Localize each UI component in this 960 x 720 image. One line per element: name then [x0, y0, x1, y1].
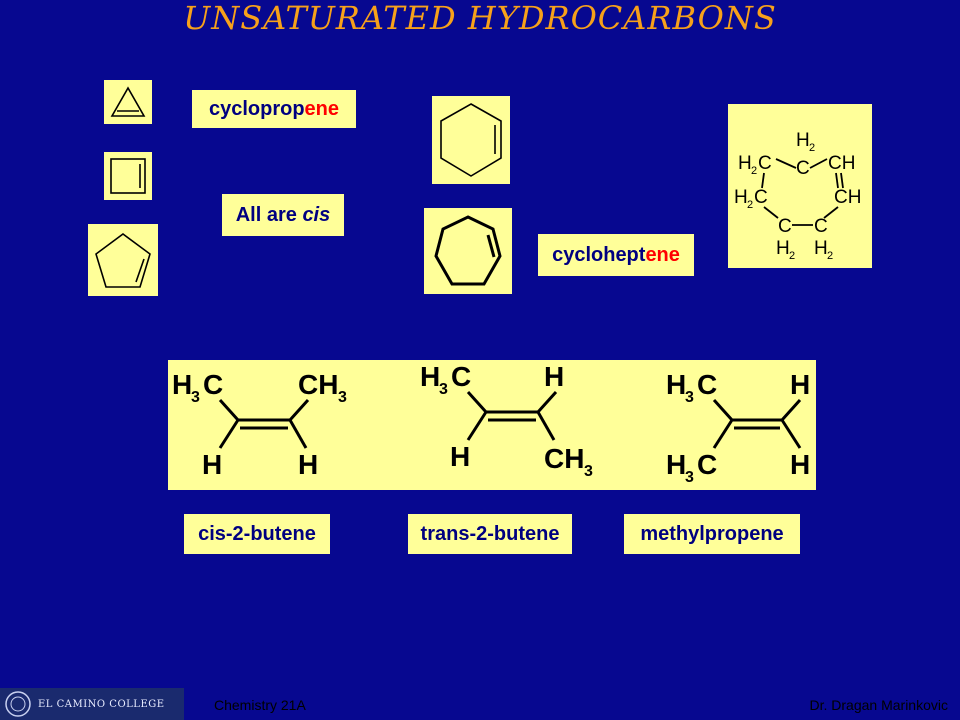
trans-2-butene-label: trans-2-butene — [408, 514, 572, 554]
cis-2-butene-structure: H 3 C CH 3 H H — [172, 369, 347, 480]
college-logo-bar: EL CAMINO COLLEGE — [0, 688, 184, 720]
cycloheptene-ring — [434, 215, 502, 286]
cis-tl-c: C — [203, 369, 223, 400]
bottom-right-sub: 2 — [827, 250, 833, 262]
cis-2-butene-label: cis-2-butene — [184, 514, 330, 554]
cyclopentene-ring — [95, 233, 151, 288]
lower-right-ch: CH — [834, 187, 861, 208]
top-c: C — [796, 158, 810, 179]
top-h-sub: 2 — [809, 142, 815, 154]
upper-left-h: H — [738, 153, 752, 174]
methyl-bl-h: H — [666, 449, 686, 480]
condensed-bonds — [761, 158, 844, 226]
cyclohexene-structure — [432, 96, 510, 184]
cyclobutene-structure — [104, 152, 152, 200]
methylpropene-structure: H 3 C H H 3 C H — [666, 369, 810, 486]
methylpropene-label: methylpropene — [624, 514, 800, 554]
slide-title: UNSATURATED HYDROCARBONS — [183, 0, 777, 37]
methyl-bl-sub: 3 — [685, 469, 694, 486]
bottom-right-h: H — [814, 238, 828, 259]
cyclopentene-structure — [88, 224, 158, 296]
cyclobutene-ring — [110, 158, 146, 194]
cycloheptene-stem: cyclohept — [552, 243, 646, 266]
bottom-left-c: C — [778, 216, 792, 237]
lower-left-sub: 2 — [747, 199, 753, 211]
methyl-bl-c: C — [697, 449, 717, 480]
top-h: H — [796, 130, 810, 151]
college-seal-icon — [5, 691, 31, 717]
trans-2-butene-structure: H 3 C H H CH 3 — [420, 361, 593, 480]
cis-tl-sub: 3 — [191, 389, 200, 406]
author-name: Dr. Dragan Marinkovic — [809, 697, 949, 713]
methyl-tl-h: H — [666, 369, 686, 400]
trans-tr-h: H — [544, 361, 564, 392]
cyclopropene-suffix: ene — [304, 97, 340, 120]
all-are-cis-label: All are cis — [222, 194, 344, 236]
college-name: EL CAMINO COLLEGE — [38, 698, 165, 710]
bottom-left-sub: 2 — [789, 250, 795, 262]
methyl-tl-sub: 3 — [685, 389, 694, 406]
cis-br-h: H — [298, 449, 318, 480]
lower-left-h: H — [734, 187, 748, 208]
butene-isomers-drawing: H 3 C CH 3 H H H 3 C H H CH 3 — [172, 361, 810, 486]
upper-left-sub: 2 — [751, 165, 757, 177]
course-name: Chemistry 21A — [214, 697, 306, 713]
lower-left-c: C — [754, 187, 768, 208]
cis-tr-ch: CH — [298, 369, 338, 400]
cis-tl-h: H — [172, 369, 192, 400]
bottom-right-c: C — [814, 216, 828, 237]
cycloheptene-suffix: ene — [645, 243, 680, 266]
bottom-left-h: H — [776, 238, 790, 259]
cis-word: cis — [302, 203, 331, 226]
trans-bl-h: H — [450, 441, 470, 472]
cycloheptene-structure — [424, 208, 512, 294]
cyclopropene-structure — [104, 80, 152, 124]
upper-left-c: C — [758, 153, 772, 174]
trans-tl-sub: 3 — [439, 381, 448, 398]
trans-tl-h: H — [420, 361, 440, 392]
all-are-text: All are — [235, 203, 303, 226]
cyclohexene-ring — [440, 103, 502, 177]
cis-bl-h: H — [202, 449, 222, 480]
cycloheptene-condensed-structure: H 2 C H 2 C CH H 2 C CH C C H 2 H 2 — [728, 104, 872, 268]
butene-isomers-structures: H 3 C CH 3 H H H 3 C H H CH 3 — [168, 360, 816, 490]
cis-tr-sub: 3 — [338, 389, 347, 406]
methyl-br-h: H — [790, 449, 810, 480]
cycloheptene-condensed-formula: H 2 C H 2 C CH H 2 C CH C C H 2 H 2 — [734, 130, 861, 262]
trans-tl-c: C — [451, 361, 471, 392]
trans-br-sub: 3 — [584, 463, 593, 480]
trans-br-ch: CH — [544, 443, 584, 474]
cyclopropene-stem: cycloprop — [208, 97, 305, 120]
methyl-tr-h: H — [790, 369, 810, 400]
upper-right-ch: CH — [828, 153, 855, 174]
methyl-tl-c: C — [697, 369, 717, 400]
cyclopropene-ring — [110, 86, 146, 117]
